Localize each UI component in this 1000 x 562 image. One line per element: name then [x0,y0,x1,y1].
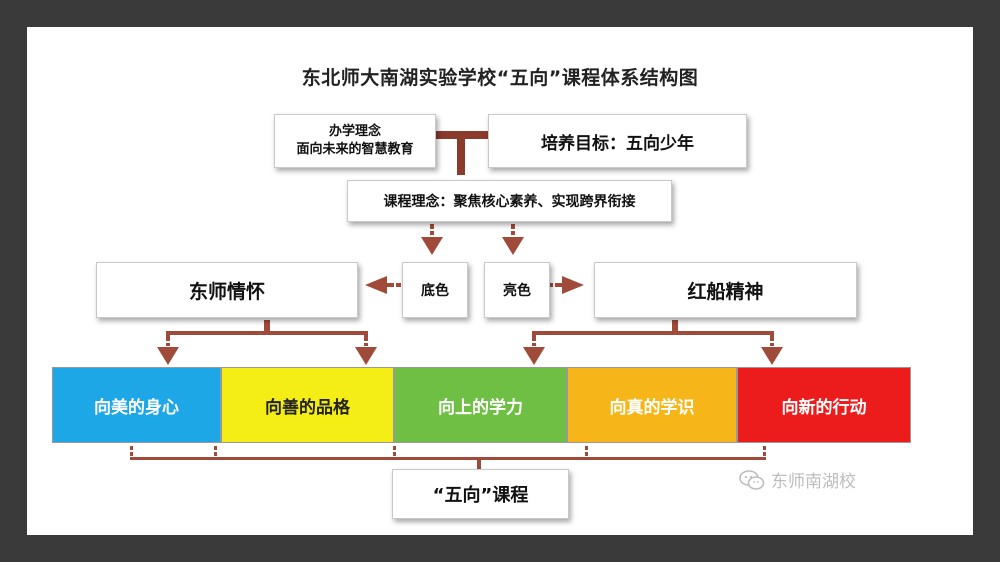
right-theme-text: 红船精神 [687,280,764,303]
watermark: 东师南湖校 [739,467,856,492]
curriculum-concept-text: 课程理念：聚焦核心素养、实现跨界衔接 [383,194,636,210]
direction-label: 向善的品格 [265,397,350,418]
connector-lines [130,131,783,469]
wechat-icon [739,469,765,490]
training-goal-box: 培养目标：五向少年 [488,114,747,168]
direction-band-3: 向上的学力 [394,367,567,443]
direction-label: 向新的行动 [781,397,867,418]
direction-band-4: 向真的学识 [567,367,737,443]
training-goal-text: 培养目标：五向少年 [541,133,694,154]
direction-label: 向上的学力 [438,397,523,418]
base-color-box: 底色 [402,262,468,318]
watermark-text: 东师南湖校 [771,472,856,492]
base-color-text: 底色 [421,283,449,299]
direction-band-2: 向善的品格 [221,367,394,443]
diagram-canvas: 东北师大南湖实验学校“五向”课程体系结构图 [27,27,973,535]
philosophy-text: 面向未来的智慧教育 [296,142,414,157]
direction-label: 向真的学识 [609,397,695,418]
right-theme-box: 红船精神 [594,262,857,318]
direction-band-5: 向新的行动 [737,367,911,443]
bright-color-text: 亮色 [503,283,531,299]
course-text: “五向”课程 [432,485,529,506]
direction-band-1: 向美的身心 [52,367,221,443]
school-philosophy-box: 办学理念 面向未来的智慧教育 [274,114,436,168]
curriculum-concept-box: 课程理念：聚焦核心素养、实现跨界衔接 [347,180,672,222]
philosophy-heading: 办学理念 [328,124,381,139]
left-theme-box: 东师情怀 [96,262,358,318]
five-direction-course-box: “五向”课程 [392,469,569,519]
diagram-title: 东北师大南湖实验学校“五向”课程体系结构图 [301,67,699,89]
direction-label: 向美的身心 [94,397,179,418]
left-theme-text: 东师情怀 [188,280,265,303]
bright-color-box: 亮色 [484,262,550,318]
